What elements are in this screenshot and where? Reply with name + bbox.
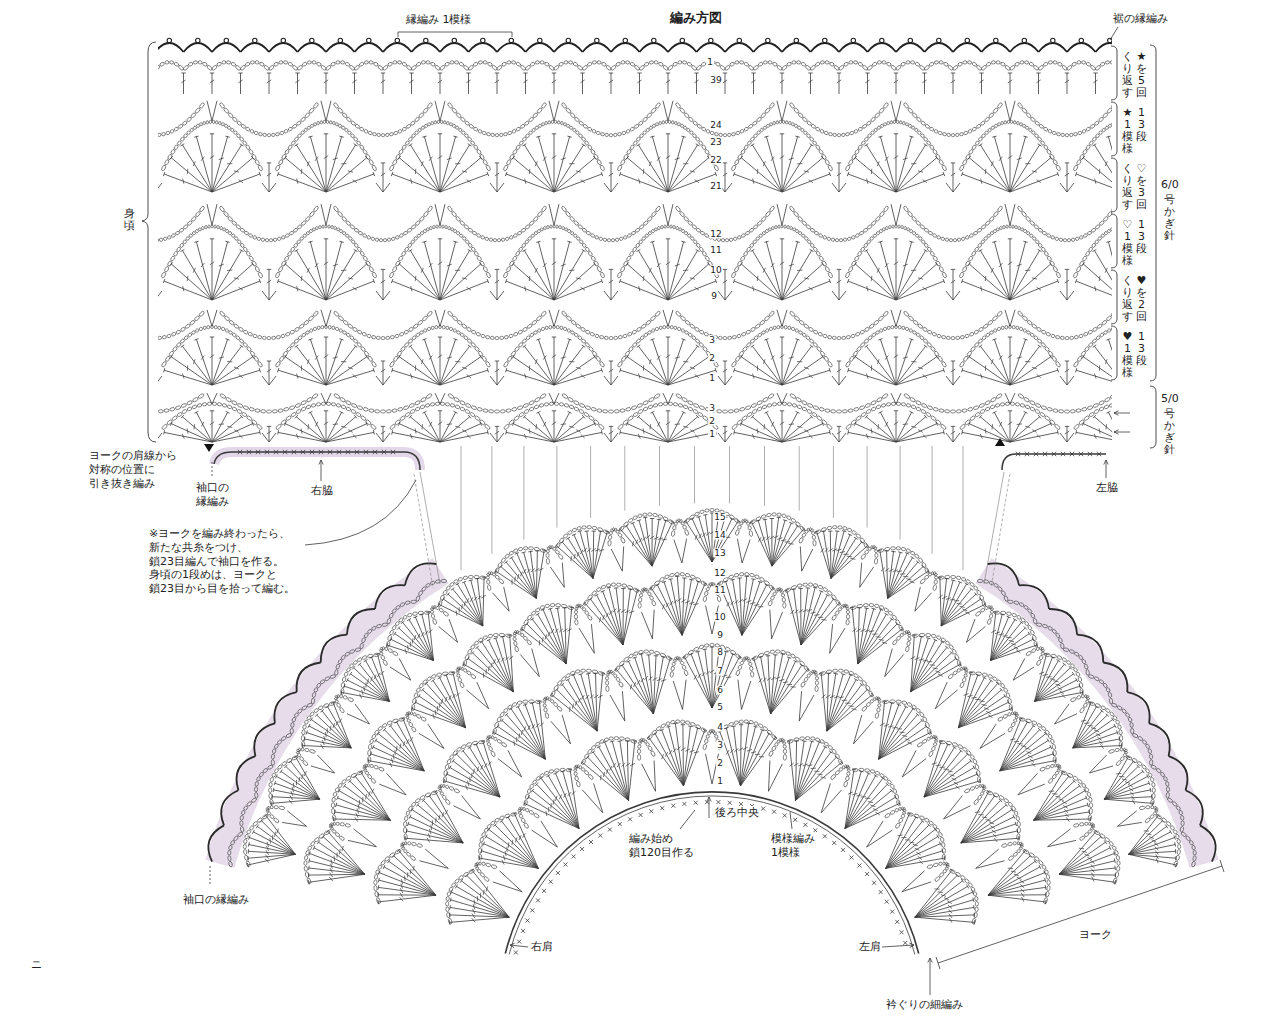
page-stage: 編み方図縁編み 1模様裾の縁編み★を5回くり返す13段★1模様♡を3回くり返す1… (0, 0, 1280, 1016)
